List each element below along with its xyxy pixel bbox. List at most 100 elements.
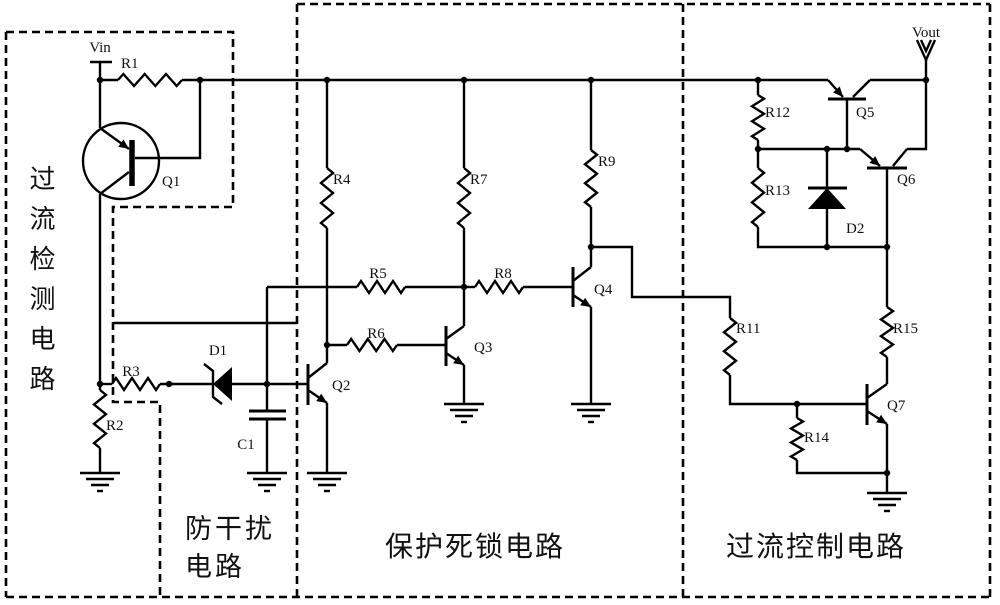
- resistor-r12: [749, 93, 767, 142]
- junction-dot: [96, 380, 104, 388]
- d1-triangle: [213, 367, 232, 401]
- d2-label: D2: [846, 221, 864, 237]
- q6-label: Q6: [897, 172, 916, 188]
- capacitor-c1: [249, 409, 286, 421]
- q1-label: Q1: [162, 174, 180, 190]
- r2-label: R2: [106, 418, 124, 434]
- resistor-r14: [788, 416, 806, 462]
- q4-r11-wire: [591, 245, 732, 318]
- r3-label: R3: [122, 364, 140, 380]
- resistor-r3-zigzag: [111, 375, 161, 393]
- r5-label: R5: [369, 266, 387, 282]
- resistor-r12-zigzag: [749, 93, 767, 142]
- q1-collector: [99, 171, 130, 195]
- q1-emitter-arrow: [118, 139, 129, 149]
- junction-dot: [793, 400, 801, 408]
- junction-dot: [922, 76, 930, 84]
- junction-dot: [754, 145, 762, 153]
- resistor-r11-zigzag: [722, 317, 738, 376]
- d1-cathode-bar: [203, 363, 223, 405]
- transistor-q7-emitter-arrow: [876, 414, 887, 424]
- resistor-r2: [92, 389, 108, 449]
- resistor-r3: [111, 375, 161, 393]
- overcurrent-detection-block-label: 过流检测电路: [25, 165, 55, 405]
- diode-d2: [808, 186, 847, 209]
- transistor-q2: [306, 362, 328, 405]
- resistor-r14-zigzag: [788, 416, 806, 462]
- d1-label: D1: [209, 343, 227, 359]
- r13-label: R13: [765, 183, 790, 199]
- transistor-q4-collector: [572, 266, 592, 282]
- transistor-q6: [859, 148, 908, 170]
- q2-label: Q2: [332, 378, 350, 394]
- junction-dot: [196, 76, 204, 84]
- c1-label: C1: [237, 437, 255, 453]
- component-labels: Vin Vout R1 R2 R3 R4 R5 R6 R7 R8 R9 R11 …: [89, 25, 941, 453]
- resistor-r8-zigzag: [474, 278, 524, 296]
- resistor-r9: [583, 149, 599, 208]
- resistor-r15-zigzag: [878, 306, 896, 358]
- transistor-q6-collector: [892, 148, 908, 167]
- wires: [90, 58, 930, 493]
- transistor-q2-emitter-arrow: [316, 393, 327, 403]
- junction-dot: [823, 145, 831, 153]
- resistor-r6-zigzag: [346, 336, 398, 354]
- vout-label: Vout: [912, 25, 941, 41]
- junction-dot: [165, 380, 173, 388]
- q1-envelope: [81, 121, 161, 201]
- junction-dot: [323, 341, 331, 349]
- junction-dot: [823, 243, 831, 251]
- resistor-r15: [878, 306, 896, 358]
- resistor-r9-zigzag: [583, 149, 599, 208]
- vin-label: Vin: [89, 40, 111, 56]
- resistor-r4-zigzag: [319, 167, 335, 229]
- transistor-q3: [444, 325, 465, 366]
- overcurrent-control-block-label: 过流控制电路: [726, 530, 907, 563]
- junction-dot: [323, 76, 331, 84]
- overcurrent-detection-boundary: [6, 30, 235, 597]
- resistor-r5: [356, 278, 406, 296]
- transistor-q2-collector: [307, 362, 328, 379]
- transistor-q4: [571, 266, 592, 308]
- transistor-q6-emitter-arrow: [869, 156, 880, 166]
- resistor-r1-zigzag: [117, 72, 183, 88]
- q5-label: Q5: [856, 105, 874, 121]
- junction-dot: [754, 76, 762, 84]
- junction-dot: [883, 469, 891, 477]
- transistor-q4-emitter-arrow: [580, 297, 591, 307]
- junction-dot: [587, 243, 595, 251]
- r6-label: R6: [367, 326, 385, 342]
- ground-q4-icon: [571, 402, 611, 424]
- q4-label: Q4: [594, 282, 613, 298]
- junction-dot: [96, 76, 104, 84]
- transistor-q3-emitter-arrow: [453, 355, 464, 365]
- r1-label: R1: [121, 56, 139, 72]
- junction-dot: [460, 76, 468, 84]
- q1-base-wire: [135, 80, 202, 160]
- r4-label: R4: [333, 172, 351, 188]
- resistor-r1: [117, 72, 183, 88]
- transistor-q1: [81, 121, 161, 201]
- ground-r2-icon: [80, 471, 120, 493]
- r14-label: R14: [804, 430, 830, 446]
- r8-label: R8: [494, 266, 512, 282]
- transistor-q7-collector: [866, 383, 888, 399]
- resistor-r13-zigzag: [750, 167, 766, 228]
- ground-q2-icon: [307, 471, 347, 493]
- ground-c1-icon: [247, 471, 287, 493]
- resistor-r6: [346, 336, 398, 354]
- resistor-r7-zigzag: [456, 167, 472, 229]
- r13-bottom-wire: [756, 227, 887, 249]
- ground-q7-icon: [867, 491, 907, 513]
- r7-label: R7: [470, 172, 488, 188]
- resistor-r11: [722, 317, 738, 376]
- transistor-q3-collector: [445, 325, 465, 340]
- q3-label: Q3: [474, 340, 492, 356]
- zener-diode-d1: [203, 363, 232, 405]
- junction-dot: [843, 145, 851, 153]
- r12-label: R12: [765, 105, 790, 121]
- junction-dot: [587, 76, 595, 84]
- d2-triangle: [808, 188, 846, 209]
